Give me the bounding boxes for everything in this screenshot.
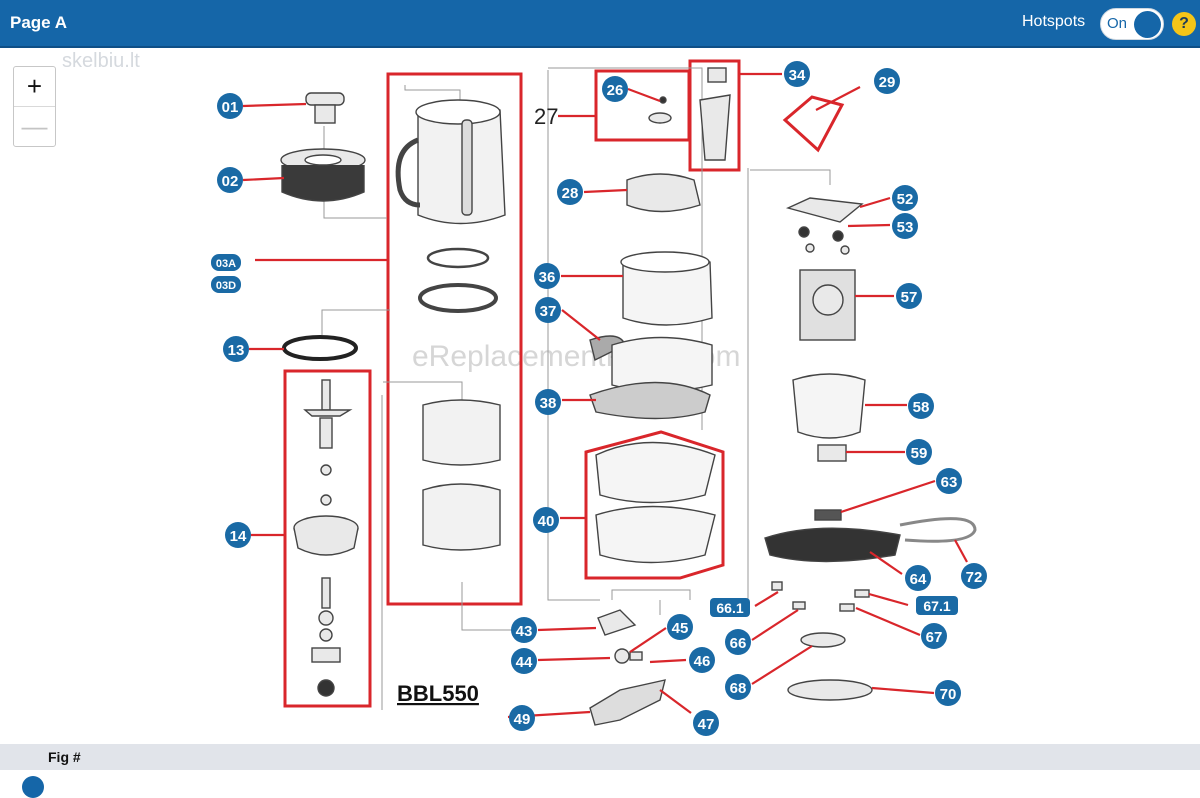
part-drawings xyxy=(280,67,977,726)
callout-64[interactable]: 64 xyxy=(905,565,931,591)
svg-text:43: 43 xyxy=(516,623,533,640)
outline-base-trim xyxy=(584,430,725,580)
callout-03a[interactable]: 03A xyxy=(211,254,241,271)
outline-jar xyxy=(386,72,523,606)
svg-text:40: 40 xyxy=(538,513,555,530)
svg-text:13: 13 xyxy=(228,342,245,359)
parts-diagram: skelbiu.lt eReplacementParts.com xyxy=(62,50,987,736)
hotspots-toggle[interactable]: On xyxy=(1100,8,1164,40)
svg-text:52: 52 xyxy=(897,191,914,208)
svg-text:47: 47 xyxy=(698,716,715,733)
callout-47[interactable]: 47 xyxy=(693,710,719,736)
svg-text:66: 66 xyxy=(730,635,747,652)
hotspots-label: Hotspots xyxy=(1022,13,1086,30)
svg-text:02: 02 xyxy=(222,173,239,190)
callout-66-1[interactable]: 66.1 xyxy=(710,598,750,617)
svg-text:53: 53 xyxy=(897,219,914,236)
svg-text:58: 58 xyxy=(913,399,930,416)
svg-text:03D: 03D xyxy=(216,280,236,292)
fig-bar: Fig # xyxy=(0,744,1200,770)
svg-text:66.1: 66.1 xyxy=(716,600,743,616)
callout-36[interactable]: 36 xyxy=(534,263,560,289)
svg-text:28: 28 xyxy=(562,185,579,202)
help-icon[interactable]: ? xyxy=(1172,12,1196,36)
callout-45[interactable]: 45 xyxy=(667,614,693,640)
svg-text:01: 01 xyxy=(222,99,239,116)
svg-text:70: 70 xyxy=(940,686,957,703)
callout-40[interactable]: 40 xyxy=(533,507,559,533)
svg-text:14: 14 xyxy=(230,528,247,545)
svg-text:72: 72 xyxy=(966,569,983,586)
callout-66[interactable]: 66 xyxy=(725,629,751,655)
svg-text:37: 37 xyxy=(540,303,557,320)
svg-text:63: 63 xyxy=(941,474,958,491)
toggle-state-label: On xyxy=(1107,15,1128,32)
callout-59[interactable]: 59 xyxy=(906,439,932,465)
model-label: BBL550 xyxy=(397,681,479,706)
page-title: Page A xyxy=(10,13,68,32)
top-bar: Page A Hotspots On ? xyxy=(0,0,1200,48)
svg-text:67.1: 67.1 xyxy=(923,598,950,614)
outline-handle xyxy=(688,59,741,172)
svg-text:46: 46 xyxy=(694,653,711,670)
svg-text:34: 34 xyxy=(789,67,806,84)
callout-37[interactable]: 37 xyxy=(535,297,561,323)
svg-text:59: 59 xyxy=(911,445,928,462)
callout-03d[interactable]: 03D xyxy=(211,276,241,293)
callout-67-1[interactable]: 67.1 xyxy=(916,596,958,615)
callout-01[interactable]: 01 xyxy=(217,93,243,119)
hotspot-dot-icon[interactable] xyxy=(22,776,44,798)
zoom-in-button[interactable]: + xyxy=(26,71,43,101)
callout-72[interactable]: 72 xyxy=(961,563,987,589)
callout-44[interactable]: 44 xyxy=(511,648,537,674)
svg-text:68: 68 xyxy=(730,680,747,697)
callout-46[interactable]: 46 xyxy=(689,647,715,673)
svg-text:03A: 03A xyxy=(216,258,236,270)
callout-68[interactable]: 68 xyxy=(725,674,751,700)
svg-text:38: 38 xyxy=(540,395,557,412)
svg-text:67: 67 xyxy=(926,629,943,646)
callout-43[interactable]: 43 xyxy=(511,617,537,643)
outline-blade xyxy=(283,369,372,708)
svg-text:64: 64 xyxy=(910,571,927,588)
callout-29[interactable]: 29 xyxy=(874,68,900,94)
callout-49[interactable]: 49 xyxy=(509,705,535,731)
callout-badges: 01 02 03A 03D 13 14 26 28 29 34 36 37 38… xyxy=(211,61,987,736)
svg-text:36: 36 xyxy=(539,269,556,286)
label-27: 27 xyxy=(534,104,558,129)
callout-67[interactable]: 67 xyxy=(921,623,947,649)
callout-57[interactable]: 57 xyxy=(896,283,922,309)
callout-28[interactable]: 28 xyxy=(557,179,583,205)
callout-26[interactable]: 26 xyxy=(602,76,628,102)
toggle-knob xyxy=(1134,11,1161,38)
callout-38[interactable]: 38 xyxy=(535,389,561,415)
zoom-out-button[interactable]: — xyxy=(14,106,55,145)
svg-text:45: 45 xyxy=(672,620,689,637)
svg-text:49: 49 xyxy=(514,711,531,728)
callout-02[interactable]: 02 xyxy=(217,167,243,193)
outline-screws xyxy=(782,95,845,153)
callout-70[interactable]: 70 xyxy=(935,680,961,706)
zoom-control: + — xyxy=(13,66,56,147)
svg-text:26: 26 xyxy=(607,82,624,99)
callout-58[interactable]: 58 xyxy=(908,393,934,419)
callout-52[interactable]: 52 xyxy=(892,185,918,211)
callout-34[interactable]: 34 xyxy=(784,61,810,87)
svg-text:57: 57 xyxy=(901,289,918,306)
callout-63[interactable]: 63 xyxy=(936,468,962,494)
svg-text:44: 44 xyxy=(516,654,533,671)
callout-13[interactable]: 13 xyxy=(223,336,249,362)
group-outlines xyxy=(283,59,845,708)
callout-53[interactable]: 53 xyxy=(892,213,918,239)
corner-watermark: skelbiu.lt xyxy=(62,50,140,72)
svg-text:29: 29 xyxy=(879,74,896,91)
fig-label: Fig # xyxy=(48,749,81,765)
callout-14[interactable]: 14 xyxy=(225,522,251,548)
